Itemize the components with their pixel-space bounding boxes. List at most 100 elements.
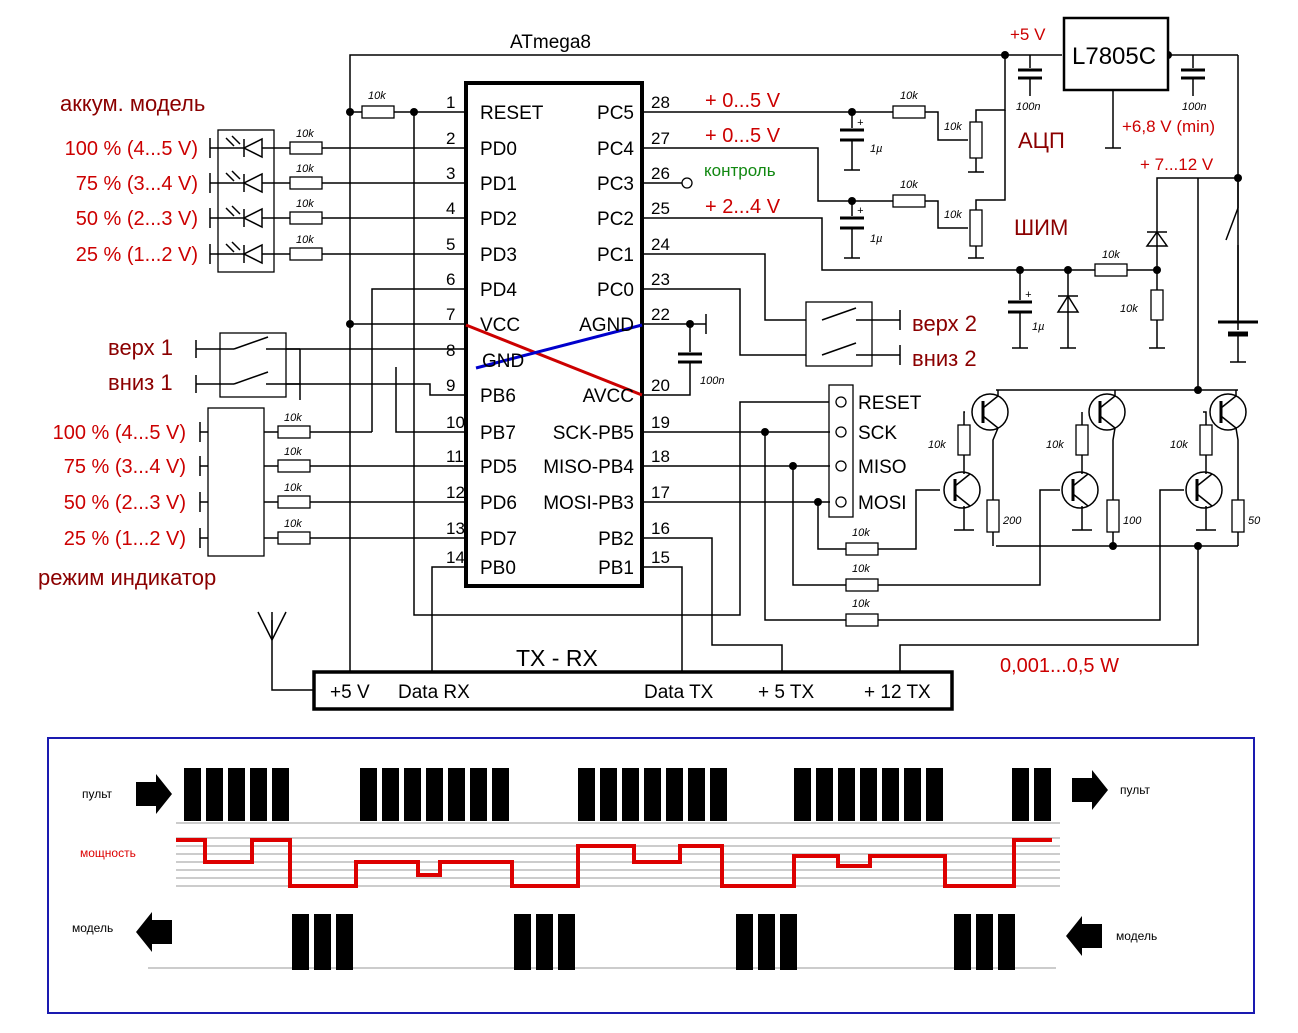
pin-name-pd2: PD2 <box>480 209 517 230</box>
pnp-transistor-icon <box>971 393 1009 431</box>
svg-text:10k: 10k <box>852 563 870 575</box>
pulse-bar <box>998 914 1015 970</box>
pin-name-pb2: PB2 <box>598 529 634 550</box>
pin-number: 3 <box>446 164 455 183</box>
power-label: мощность <box>80 846 136 860</box>
svg-text:+: + <box>1025 289 1032 301</box>
pin-name-avcc: AVCC <box>583 386 634 407</box>
pulse-bar <box>250 768 267 821</box>
pc2-range: + 2...4 V <box>705 196 781 218</box>
svg-text:10k: 10k <box>900 179 918 191</box>
pin-number: 23 <box>651 270 670 289</box>
pin-number: 28 <box>651 93 670 112</box>
pin-name-gnd: GND <box>482 351 524 372</box>
isp-pin-label: SCK <box>858 423 897 444</box>
pulse-bar <box>492 768 509 821</box>
pulse-bar <box>272 768 289 821</box>
pulse-bar <box>514 914 531 970</box>
model-arrow-right-icon <box>1066 916 1102 956</box>
mcu-body <box>464 81 644 588</box>
pulse-bar <box>794 768 811 821</box>
battery-level-label: 25 % (1...2 V) <box>76 244 198 266</box>
pulse-bar <box>336 914 353 970</box>
pin-number: 14 <box>446 548 465 567</box>
svg-text:10k: 10k <box>928 439 946 451</box>
pin-name-pd1: PD1 <box>480 174 517 195</box>
pin-number: 20 <box>651 376 670 395</box>
svg-text:10k: 10k <box>296 163 314 175</box>
pulse-bar <box>736 914 753 970</box>
model-right-label: модель <box>1116 929 1157 943</box>
indicator-level-label: 75 % (3...4 V) <box>64 456 186 478</box>
indicator-level-label: 100 % (4...5 V) <box>53 422 186 444</box>
isp-pin-icon <box>835 460 847 472</box>
isp-pin-label: MOSI <box>858 493 907 514</box>
txrx-pin-label: + 5 TX <box>758 682 814 703</box>
pulse-bar <box>382 768 399 821</box>
svg-text:1µ: 1µ <box>870 233 882 245</box>
pc4-range: + 0...5 V <box>705 125 781 147</box>
npn-transistor-icon <box>1061 471 1099 509</box>
vcc-avcc-line <box>465 323 643 397</box>
down2-label: вниз 2 <box>912 346 977 371</box>
svg-text:10k: 10k <box>1170 439 1188 451</box>
pulse-bar <box>206 768 223 821</box>
model-left-label: модель <box>72 921 113 935</box>
pulse-bar <box>404 768 421 821</box>
pin-name-pd3: PD3 <box>480 245 517 266</box>
pulse-bar <box>758 914 775 970</box>
up1-label: верх 1 <box>108 335 173 360</box>
svg-text:10k: 10k <box>944 121 962 133</box>
pin-number: 7 <box>446 305 455 324</box>
txrx-pin-label: Data RX <box>398 682 470 703</box>
svg-text:10k: 10k <box>368 90 386 102</box>
pulse-bar <box>184 768 201 821</box>
power-trace <box>176 838 1052 888</box>
pin-number: 24 <box>651 235 670 254</box>
pin-name-pc2: PC2 <box>597 209 634 230</box>
pulse-bar <box>860 768 877 821</box>
isp-pin-icon <box>835 396 847 408</box>
txrx-pin-label: Data TX <box>644 682 714 703</box>
pulse-bar <box>314 914 331 970</box>
up2-label: верх 2 <box>912 311 977 336</box>
pulse-bar <box>954 914 971 970</box>
pin-name-pc5: PC5 <box>597 103 634 124</box>
pnp-transistor-icon <box>1209 393 1247 431</box>
svg-text:10k: 10k <box>296 128 314 140</box>
pin-name-vcc: VCC <box>480 315 520 336</box>
pulse-bar <box>838 768 855 821</box>
npn-transistor-icon <box>943 471 981 509</box>
remote-arrow-right-icon <box>1072 770 1108 810</box>
pin-number: 16 <box>651 519 670 538</box>
pulse-bar <box>578 768 595 821</box>
pin-name-pd5: PD5 <box>480 457 517 478</box>
vplus5-label: +5 V <box>1010 25 1046 44</box>
battery-level-label: 50 % (2...3 V) <box>76 208 198 230</box>
pwm-label: ШИМ <box>1014 215 1068 240</box>
pulse-bar <box>600 768 617 821</box>
txrx-pin-label: + 12 TX <box>864 682 931 703</box>
pin-name-mosi-pb3: MOSI-PB3 <box>543 493 634 514</box>
remote-arrow-left-icon <box>136 774 172 814</box>
pin-number: 4 <box>446 199 455 218</box>
pin-name-pb6: PB6 <box>480 386 516 407</box>
pin-name-pc1: PC1 <box>597 245 634 266</box>
pin-number: 26 <box>651 164 670 183</box>
pin-name-pd7: PD7 <box>480 529 517 550</box>
pin-name-pc0: PC0 <box>597 280 634 301</box>
svg-text:10k: 10k <box>284 518 302 530</box>
pulse-bar <box>1012 768 1029 821</box>
pin-name-pc4: PC4 <box>597 139 634 160</box>
adc-label: АЦП <box>1018 128 1065 153</box>
pin-name-pb0: PB0 <box>480 558 516 579</box>
svg-text:10k: 10k <box>1120 303 1138 315</box>
svg-text:10k: 10k <box>852 598 870 610</box>
pulse-bar <box>228 768 245 821</box>
top-rail <box>349 54 1005 400</box>
pin-name-sck-pb5: SCK-PB5 <box>553 423 634 444</box>
pin-name-pb7: PB7 <box>480 423 516 444</box>
txrx-module <box>312 670 954 711</box>
svg-text:100n: 100n <box>1182 101 1206 113</box>
